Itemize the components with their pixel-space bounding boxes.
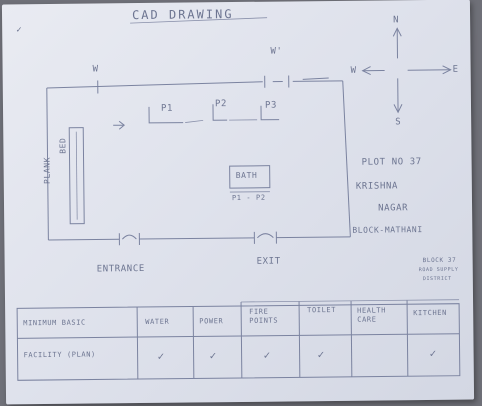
plot-bottom-a: [48, 238, 120, 241]
table-header-fire-points: FIRE POINTS: [249, 307, 279, 325]
compass-south-arrow: [393, 104, 403, 114]
bath-sub-label: P1 - P2: [231, 193, 266, 203]
address-line-2: KRISHNA: [355, 181, 399, 192]
table-header-minimum-basic: MINIMUM BASIC: [23, 318, 86, 328]
drawing-lines: [16, 17, 461, 381]
table-col-2: [192, 306, 195, 379]
compass-e-label: E: [452, 64, 459, 75]
plot-top-right: [292, 80, 343, 82]
check-kitchen: ✓: [429, 346, 437, 361]
bath-label: BATH: [235, 170, 258, 181]
table-header-rule: [17, 333, 460, 339]
note-line-3: DISTRICT: [422, 275, 452, 283]
check-fire-points: ✓: [263, 348, 271, 362]
table-col-5: [350, 300, 353, 377]
bath-box: [229, 165, 271, 189]
bed-midline: [75, 131, 78, 220]
exit-label: EXIT: [256, 256, 281, 267]
table-header-toilet: TOILET: [307, 305, 337, 315]
table-header-power: POWER: [199, 317, 224, 326]
table-col-1: [136, 307, 139, 380]
compass-w-label: W: [350, 65, 357, 76]
table-header-health-care: HEALTH CARE: [357, 306, 387, 324]
note-line-2: ROAD SUPPLY: [418, 266, 459, 274]
table-col-6: [406, 300, 409, 377]
check-toilet: ✓: [317, 348, 325, 362]
address-line-3: NAGAR: [378, 203, 409, 214]
entrance-door-swing: [122, 234, 137, 240]
p1-bracket: [148, 106, 184, 124]
entrance-label: ENTRANCE: [96, 263, 145, 275]
address-line-1: PLOT NO 37: [361, 157, 422, 168]
plank-label: PLANK: [42, 156, 52, 185]
check-power: ✓: [209, 349, 217, 363]
table-header-kitchen: KITCHEN: [413, 308, 447, 318]
table-header-water: WATER: [145, 317, 170, 326]
title-underline: [130, 17, 268, 24]
window-label-left: W: [92, 64, 99, 75]
p3-bracket: [260, 105, 280, 121]
compass-north-arrow: [392, 27, 402, 37]
p2-bracket: [212, 104, 228, 121]
p1-label: P1: [160, 103, 174, 114]
plot-bottom-c: [276, 236, 351, 239]
plot-left-wall: [46, 87, 49, 240]
table-top-extension: [241, 299, 460, 303]
plot-top-left: [46, 81, 263, 89]
table-col-3: [240, 301, 243, 378]
plot-bottom-b: [139, 237, 255, 240]
plot-right-wall: [342, 80, 351, 237]
window-dash: [302, 77, 329, 80]
compass-s-label: S: [395, 117, 402, 128]
compass-n-label: N: [393, 15, 400, 26]
drawing-title: CAD DRAWING: [131, 7, 234, 23]
window-label-right: W': [270, 46, 283, 57]
address-line-4: BLOCK-MATHANI: [352, 225, 423, 235]
arrow-in-head: [118, 120, 125, 130]
table-frame: [16, 303, 461, 381]
compass-east-arrow: [442, 65, 452, 75]
exit-door-swing: [257, 233, 274, 239]
p2-label: P2: [214, 99, 228, 110]
table-col-4: [298, 301, 301, 378]
check-water: ✓: [157, 349, 165, 363]
table-row-label: FACILITY (PLAN): [23, 350, 96, 360]
bed-label: BED: [58, 137, 68, 154]
p-link-1: [185, 119, 204, 123]
p3-label: P3: [264, 100, 278, 111]
bed-outline: [68, 127, 85, 225]
note-line-1: BLOCK 37: [422, 256, 457, 265]
corner-mark: ✓: [16, 25, 23, 36]
compass-west-arrow: [361, 66, 371, 76]
